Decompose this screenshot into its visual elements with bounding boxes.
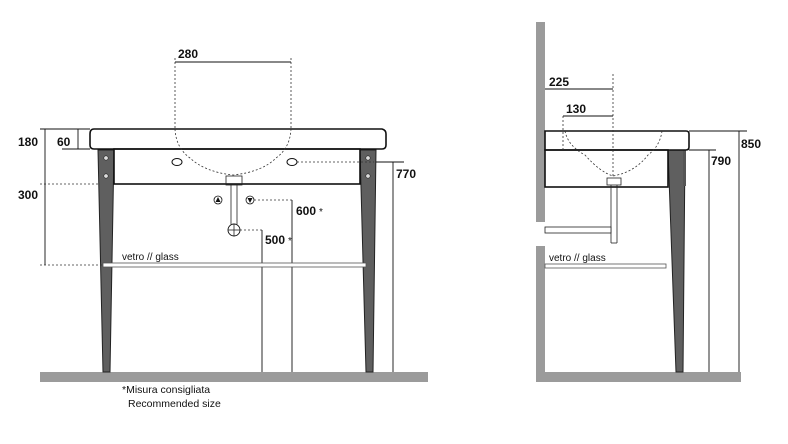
dim-500-label: 500 <box>265 233 285 247</box>
leg-screw <box>103 155 109 161</box>
legend-line-2: Recommended size <box>128 398 221 411</box>
dim-850-label: 850 <box>741 137 761 151</box>
side-floor <box>536 372 741 382</box>
leg-screw <box>365 155 371 161</box>
front-apron <box>113 148 361 185</box>
dim-790-label: 790 <box>711 154 731 168</box>
front-floor <box>40 372 428 382</box>
legend-line-1: *Misura consigliata <box>122 384 210 397</box>
front-basin-top <box>89 128 387 150</box>
overflow-hole <box>286 158 298 166</box>
front-leg-left <box>97 149 115 373</box>
side-view: vetro // glass 225 130 790 850 <box>536 22 761 382</box>
side-waste-fitting <box>606 177 622 186</box>
hot-valve-arrow <box>215 197 221 202</box>
front-shelf-label: vetro // glass <box>122 252 179 263</box>
legend-text-1: Misura consigliata <box>126 384 211 396</box>
leg-screw <box>365 173 371 179</box>
dim-60-label: 60 <box>57 135 71 149</box>
waste-fitting <box>225 175 243 186</box>
side-glass-shelf <box>544 263 667 269</box>
front-glass-shelf <box>102 262 367 268</box>
side-leg <box>667 149 686 373</box>
dim-500-star: * <box>288 236 292 247</box>
dim-180-label: 180 <box>18 135 38 149</box>
overflow-hole <box>171 158 183 166</box>
dim-280-label: 280 <box>178 47 198 61</box>
side-waste-horizontal <box>544 226 612 234</box>
side-apron <box>544 149 669 188</box>
dim-600-star: * <box>319 207 323 218</box>
cold-valve-arrow <box>247 198 253 203</box>
front-view: 600 * 500 * vetro // glass 280 180 60 30… <box>18 47 428 382</box>
front-basin-bowl <box>174 128 292 176</box>
side-wall-lower <box>536 246 545 372</box>
side-basin-bowl <box>564 130 663 177</box>
legend-text-2: Recommended size <box>128 398 221 410</box>
side-leg-bracket <box>683 150 686 186</box>
side-basin-top <box>544 130 690 151</box>
front-leg-right <box>359 149 377 373</box>
dim-770-label: 770 <box>396 167 416 181</box>
leg-screw <box>103 173 109 179</box>
side-shelf-label: vetro // glass <box>549 253 606 264</box>
dim-300-label: 300 <box>18 188 38 202</box>
dim-130-label: 130 <box>566 102 586 116</box>
side-wall-upper <box>536 22 545 222</box>
dim-600-label: 600 <box>296 204 316 218</box>
dim-225-label: 225 <box>549 75 569 89</box>
legend-star: * <box>122 384 127 396</box>
